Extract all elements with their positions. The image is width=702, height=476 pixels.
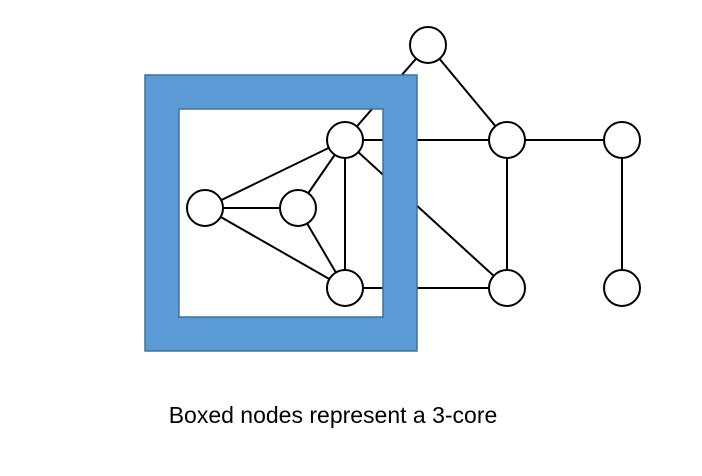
node-mid-right	[488, 121, 526, 159]
diagram-caption: Boxed nodes represent a 3-core	[0, 402, 702, 429]
caption-text: Boxed nodes represent a 3-core	[168, 402, 498, 428]
edges-layer	[204, 44, 623, 289]
node-core-bottom	[326, 269, 364, 307]
node-top	[409, 26, 447, 64]
edge-left-core-top	[204, 139, 346, 209]
node-center	[279, 189, 317, 227]
node-far-right-bottom	[603, 269, 641, 307]
edge-left-core-bottom	[204, 207, 346, 289]
node-far-right-top	[603, 121, 641, 159]
node-core-top	[326, 121, 364, 159]
nodes-layer	[186, 26, 641, 307]
node-mid-bottom	[488, 269, 526, 307]
core-box	[144, 74, 418, 352]
edge-core-top-mid-bottom	[344, 139, 508, 289]
edge-top-mid-right	[427, 44, 508, 141]
node-left	[186, 189, 224, 227]
core-box-layer	[144, 74, 418, 352]
